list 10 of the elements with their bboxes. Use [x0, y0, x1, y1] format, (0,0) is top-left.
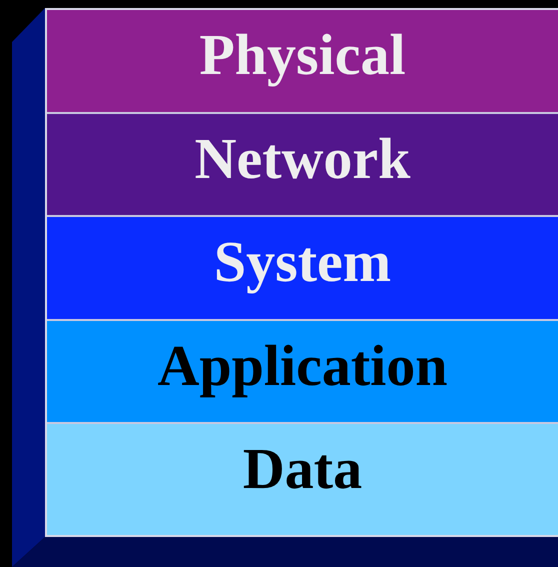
layer-label: Application — [157, 336, 448, 395]
layer-label: System — [214, 233, 392, 292]
layer-label: Network — [194, 130, 410, 188]
layer-band — [47, 215, 558, 319]
layer-band — [47, 422, 558, 536]
layer-band — [47, 10, 558, 112]
layer-band — [47, 112, 558, 216]
layer-label: Data — [242, 440, 362, 498]
layer-band — [47, 318, 558, 422]
layer-label: Physical — [199, 26, 406, 84]
